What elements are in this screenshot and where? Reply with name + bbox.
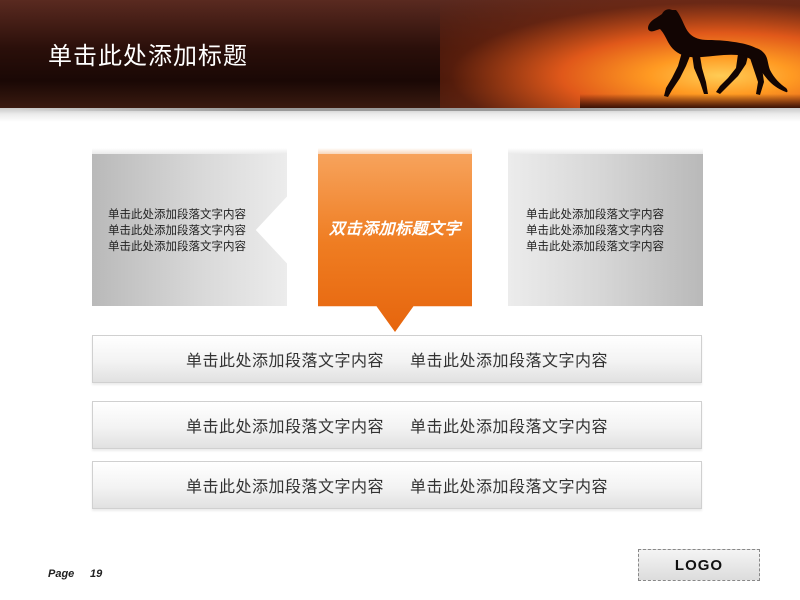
row-cell-left: 单击此处添加段落文字内容 [185,417,384,436]
left-text-panel[interactable]: 单击此处添加段落文字内容 单击此处添加段落文字内容 单击此处添加段落文字内容 [92,154,287,306]
page-title[interactable]: 单击此处添加标题 [48,42,248,70]
logo-placeholder[interactable]: LOGO [638,549,760,581]
row-cell-left: 单击此处添加段落文字内容 [185,477,384,496]
right-panel-line: 单击此处添加段落文字内容 [526,239,664,253]
grass-strip [580,94,800,108]
left-panel-line: 单击此处添加段落文字内容 [108,223,246,237]
content-row[interactable]: 单击此处添加段落文字内容 单击此处添加段落文字内容 [92,401,702,449]
left-panel-shadow [92,148,287,156]
row-cell-right: 单击此处添加段落文字内容 [410,417,609,436]
row-cell-right: 单击此处添加段落文字内容 [410,351,609,370]
header-shadow [0,108,800,122]
right-panel-line: 单击此处添加段落文字内容 [526,223,664,237]
horse-silhouette-icon [648,9,788,97]
center-title[interactable]: 双击添加标题文字 [328,219,461,238]
header-divider [20,108,780,111]
row-cell-left: 单击此处添加段落文字内容 [185,351,384,370]
header-banner: 单击此处添加标题 [0,0,800,108]
right-panel-shadow [508,148,703,156]
center-box-shadow [318,148,472,156]
content-row[interactable]: 单击此处添加段落文字内容 单击此处添加段落文字内容 [92,461,702,509]
left-panel-line: 单击此处添加段落文字内容 [108,239,246,253]
row-cell-right: 单击此处添加段落文字内容 [410,477,609,496]
content-row[interactable]: 单击此处添加段落文字内容 单击此处添加段落文字内容 [92,335,702,383]
right-panel-line: 单击此处添加段落文字内容 [526,207,664,221]
center-title-box[interactable] [318,154,472,332]
page-label: Page [48,568,75,580]
right-text-panel[interactable]: 单击此处添加段落文字内容 单击此处添加段落文字内容 单击此处添加段落文字内容 [508,154,703,306]
left-panel-line: 单击此处添加段落文字内容 [108,207,246,221]
page-number: 19 [90,568,103,580]
